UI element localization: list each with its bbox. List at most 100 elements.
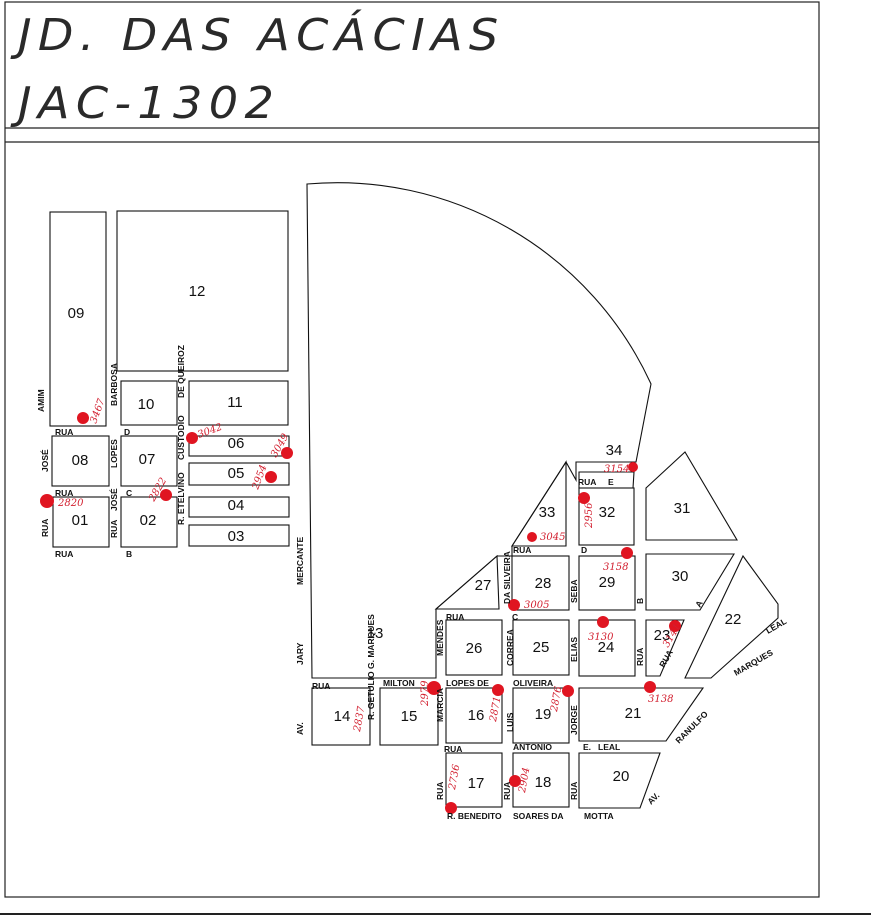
lot-label-01: 01 xyxy=(72,512,89,529)
street-label: AMIM xyxy=(36,389,46,412)
street-label: RUA xyxy=(578,477,596,487)
street-label: C xyxy=(512,612,518,622)
survey-marker xyxy=(527,532,537,542)
street-label: LOPES xyxy=(109,439,119,468)
street-label: RUA xyxy=(569,782,579,800)
street-label: BARBOSA xyxy=(109,363,119,406)
handwritten-note: 3045 xyxy=(540,532,565,543)
street-label: JARY xyxy=(295,642,305,665)
lot-label-25: 25 xyxy=(533,639,550,656)
street-label: MENDES xyxy=(435,619,445,656)
lot-label-10: 10 xyxy=(138,396,155,413)
street-label: JORGE xyxy=(569,705,579,735)
lot-label-06: 06 xyxy=(228,435,245,452)
street-label: SEBA xyxy=(569,579,579,603)
handwritten-note: 3158 xyxy=(603,562,628,573)
street-label: RUA xyxy=(109,520,119,538)
survey-marker xyxy=(621,547,633,559)
street-label: RUA xyxy=(312,681,330,691)
survey-marker xyxy=(281,447,293,459)
survey-marker xyxy=(578,492,590,504)
handwritten-note: 2956 xyxy=(584,502,595,529)
street-label: CORREA xyxy=(505,629,515,666)
street-label: LEAL xyxy=(764,616,788,636)
lot-label-04: 04 xyxy=(228,497,245,514)
street-label: AV. xyxy=(295,722,305,735)
lot-label-11: 11 xyxy=(227,394,243,411)
street-label: RUA xyxy=(55,427,73,437)
lot-label-23: 23 xyxy=(654,627,671,644)
survey-marker xyxy=(186,432,198,444)
street-label: MARQUES xyxy=(732,647,775,678)
lot-label-22: 22 xyxy=(725,611,742,628)
survey-marker xyxy=(40,494,54,508)
lot-label-20: 20 xyxy=(613,768,630,785)
street-label: DE QUEIROZ xyxy=(176,345,186,398)
street-label: RUA xyxy=(635,648,645,666)
lot-label-07: 07 xyxy=(139,451,156,468)
street-label: RANULFO xyxy=(673,709,710,746)
lot-label-18: 18 xyxy=(535,774,552,791)
street-label: E xyxy=(608,477,614,487)
handwritten-note: 3138 xyxy=(648,694,673,705)
street-label: RUA xyxy=(444,744,462,754)
street-label: LUIS xyxy=(505,712,515,732)
handwritten-note: 2837 xyxy=(352,705,368,734)
survey-marker xyxy=(562,685,574,697)
street-label: SOARES DA xyxy=(513,811,564,821)
map-code: JAC-1302 xyxy=(18,78,281,129)
street-label: B xyxy=(126,549,132,559)
lot-label-13: 13 xyxy=(367,625,384,642)
lot-label-21: 21 xyxy=(625,705,642,722)
lot-label-30: 30 xyxy=(672,568,689,585)
handwritten-note: 2876 xyxy=(549,685,565,714)
street-label: OLIVEIRA xyxy=(513,678,553,688)
handwritten-note: 3154 xyxy=(604,464,629,475)
lot-label-33: 33 xyxy=(539,504,556,521)
street-label: C xyxy=(126,488,132,498)
street-label: B xyxy=(635,598,645,604)
street-label: AV. xyxy=(645,790,661,806)
survey-marker xyxy=(445,802,457,814)
survey-marker xyxy=(427,681,441,695)
street-label: ELIAS xyxy=(569,637,579,662)
lot-label-24: 24 xyxy=(598,639,615,656)
street-label: MARCIA xyxy=(435,688,445,722)
lot-label-09: 09 xyxy=(68,305,85,322)
survey-marker xyxy=(77,412,89,424)
lot-label-28: 28 xyxy=(535,575,552,592)
street-label: D xyxy=(124,427,130,437)
street-label: D xyxy=(581,545,587,555)
marker-layer xyxy=(40,412,681,814)
street-labels: AMIM BARBOSA DE QUEIROZ RUA D CUSTODIO JOSÉ LOP… xyxy=(36,345,788,821)
handwritten-note: 2979 xyxy=(420,680,431,707)
survey-marker xyxy=(265,471,277,483)
street-label: JOSÉ xyxy=(109,488,119,511)
street-label: RUA xyxy=(513,545,531,555)
block-outlines xyxy=(49,182,779,809)
lot-label-14: 14 xyxy=(334,708,351,725)
lot-label-12: 12 xyxy=(189,283,206,300)
street-label: E. xyxy=(583,742,591,752)
lot-label-02: 02 xyxy=(140,512,157,529)
handwritten-note: 3130 xyxy=(588,632,614,643)
handwritten-note: 2820 xyxy=(57,498,84,509)
handwritten-note: 3005 xyxy=(524,600,549,611)
survey-marker xyxy=(628,462,638,472)
street-label: CUSTODIO xyxy=(176,415,186,460)
lot-label-03: 03 xyxy=(228,528,245,545)
survey-marker xyxy=(644,681,656,693)
street-label: R. ETELVINO xyxy=(176,472,186,525)
street-label: MERCANTE xyxy=(295,537,305,585)
lot-label-31: 31 xyxy=(674,500,691,517)
lot-label-17: 17 xyxy=(468,775,485,792)
lot-label-29: 29 xyxy=(599,574,616,591)
street-label: RUA xyxy=(502,782,512,800)
survey-marker xyxy=(509,775,521,787)
map-title: JD. DAS ACÁCIAS xyxy=(18,10,505,61)
street-label: RUA xyxy=(55,488,73,498)
street-label: RUA xyxy=(446,612,464,622)
